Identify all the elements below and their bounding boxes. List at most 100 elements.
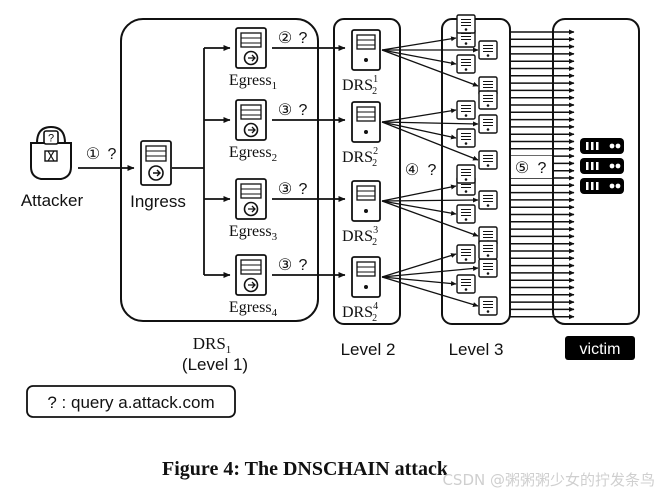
egress-server-2: Egress2 ③? <box>229 99 308 164</box>
egress-step-question: ? <box>299 30 308 47</box>
level3-server-icon <box>456 54 476 74</box>
level2-to-level3-arrows <box>381 36 479 307</box>
victim-box <box>552 18 640 325</box>
svg-text:DRS1: DRS1 <box>193 334 232 356</box>
level3-server-icon <box>478 90 498 110</box>
level2-server-icon <box>351 29 381 71</box>
level3-box <box>441 18 511 325</box>
ingress-to-egress-tree <box>172 45 231 278</box>
level2-label-sup: 3 <box>373 225 378 236</box>
fanout-arrow <box>381 121 479 161</box>
egress-label-sub: 4 <box>272 307 278 319</box>
attacker-label: Attacker <box>21 191 84 210</box>
ingress-label: Ingress <box>130 192 186 211</box>
fanout-arrow <box>381 121 479 127</box>
level3-step-question: ? <box>538 160 547 177</box>
egress-step-question: ? <box>299 102 308 119</box>
egress-label: Egress3 <box>229 223 278 243</box>
egress-step-number: ③ <box>278 181 292 198</box>
level2-label-name: DRS <box>342 304 373 321</box>
level3-server-icon <box>456 274 476 294</box>
egress-label: Egress4 <box>229 299 278 319</box>
fanout-arrow <box>381 253 457 278</box>
egress-label-sub: 3 <box>272 231 278 243</box>
egress-label-name: Egress <box>229 223 272 240</box>
level3-label: Level 3 <box>449 340 504 359</box>
egress-label: Egress2 <box>229 144 277 164</box>
level3-server-icon <box>456 244 476 264</box>
level3-server-icon <box>478 114 498 134</box>
level3-server-icon <box>456 204 476 224</box>
level2-server-icon <box>351 101 381 143</box>
fanout-arrow <box>381 200 479 237</box>
level1-box <box>120 18 319 322</box>
level3-server-icon <box>456 164 476 184</box>
victim-server-rack-icon <box>580 138 624 194</box>
level2-label-name: DRS <box>342 149 373 166</box>
level3-step-number: ⑤ <box>515 160 529 177</box>
egress-step-question: ? <box>299 181 308 198</box>
fanout-arrow <box>381 108 457 123</box>
level2-step-number: ④ <box>405 162 419 179</box>
level1-caption-level: (Level 1) <box>182 355 248 374</box>
egress-server-icon <box>235 99 267 141</box>
level2-label-sub: 2 <box>372 158 377 169</box>
level3-server-icon <box>478 40 498 60</box>
fanout-arrow <box>381 36 457 51</box>
level2-box <box>333 18 401 325</box>
level3-server-icon <box>478 150 498 170</box>
egress-label-name: Egress <box>229 299 272 316</box>
fanout-arrow <box>381 121 457 140</box>
victim-label: victim <box>580 341 621 358</box>
level3-server-icon <box>478 240 498 260</box>
egress-to-level2-arrows <box>272 45 346 278</box>
level2-server-icon <box>351 180 381 222</box>
fanout-arrow <box>381 276 457 287</box>
figure-caption: Figure 4: The DNSCHAIN attack <box>162 458 449 480</box>
level3-server-icon <box>456 128 476 148</box>
egress-label-sub: 1 <box>272 80 278 92</box>
attacker-step-number: ① <box>86 146 100 163</box>
egress-step-question: ? <box>299 257 308 274</box>
level2-label-sub: 2 <box>372 313 377 324</box>
attacker-icon: ? <box>30 125 72 180</box>
step4-bg <box>401 158 441 180</box>
egress-server-icon <box>235 178 267 220</box>
egress-step-number: ③ <box>278 257 292 274</box>
level3-server-icon <box>478 296 498 316</box>
level2-label-sup: 1 <box>373 74 378 85</box>
level2-label-sub: 2 <box>372 86 377 97</box>
level1-caption-sub: 1 <box>226 344 232 356</box>
egress-server-4: Egress4 ③? <box>229 254 308 319</box>
egress-step-number: ② <box>278 30 292 47</box>
level2-label-name: DRS <box>342 228 373 245</box>
level2-server-icon <box>351 256 381 298</box>
fanout-arrow <box>381 200 457 216</box>
watermark: CSDN @粥粥粥少女的拧发条鸟 <box>442 471 655 489</box>
egress-label-name: Egress <box>229 144 272 161</box>
level3-to-victim-arrows <box>510 29 575 320</box>
svg-text:?: ? <box>48 133 54 145</box>
attacker-step-question: ? <box>108 146 117 163</box>
level2-step-question: ? <box>428 162 437 179</box>
step5-bg <box>511 156 552 178</box>
level3-server-icon <box>478 190 498 210</box>
victim-label-bg <box>565 336 635 360</box>
egress-label-sub: 2 <box>272 152 278 164</box>
level3-server-icon <box>456 100 476 120</box>
fanout-arrow <box>381 49 479 87</box>
level2-label-sup: 2 <box>373 146 378 157</box>
egress-step-number: ③ <box>278 102 292 119</box>
fanout-arrow <box>381 197 479 203</box>
